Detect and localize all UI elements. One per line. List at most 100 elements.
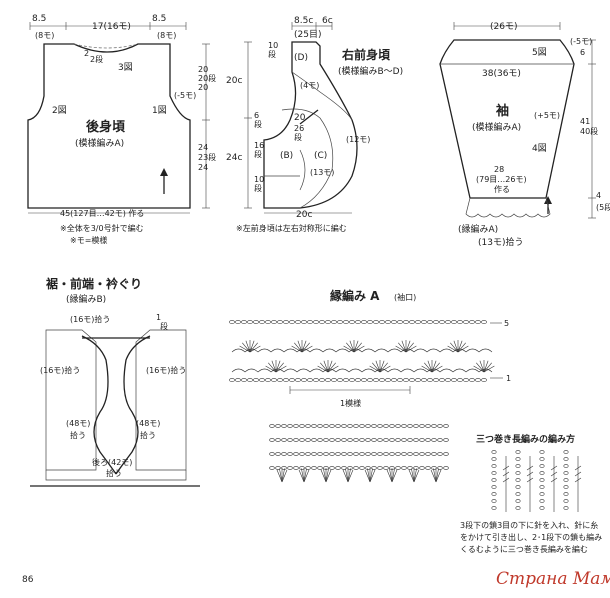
back-top-right-paren: (8モ): [157, 31, 176, 40]
chain-stitch: [481, 320, 487, 324]
chain-stitch: [241, 320, 247, 324]
chain-stitch: [433, 378, 439, 382]
treble-desc2: をかけて引き出し、2･1段下の鎖も編み: [460, 532, 602, 542]
edging-left-panel: [45, 329, 97, 471]
back-top-mid: 17(16モ): [92, 22, 131, 32]
watermark-logo: Страна Мам: [496, 569, 610, 589]
chain-stitch: [313, 378, 319, 382]
chain-stitch: [451, 378, 457, 382]
chain-stitch: [463, 320, 469, 324]
edging-row: 1: [156, 313, 161, 322]
chain-stitch: [277, 378, 283, 382]
front-left-10: 10: [254, 175, 264, 184]
sleeve-edge-count: (13モ)拾う: [478, 236, 523, 248]
chain-stitch: [439, 320, 445, 324]
edging-right-16: (16モ)拾う: [146, 365, 186, 375]
chain-stitch: [253, 378, 259, 382]
edging-front-band: [81, 335, 151, 475]
edging-left-48: (48モ): [66, 419, 90, 428]
chain-stitch: [475, 320, 481, 324]
chain-stitch: [391, 320, 397, 324]
chain-stitch: [457, 320, 463, 324]
fan-stitch: [291, 340, 313, 353]
chain-stitch: [469, 378, 475, 382]
front-note: ※左前身頃は左右対称形に編む: [236, 223, 347, 233]
chain-stitch: [247, 378, 253, 382]
fan-stitch: [395, 340, 417, 353]
back-side-bot: 24: [198, 143, 208, 152]
fan-stitch: [343, 340, 365, 353]
chain-row-top: [229, 320, 487, 324]
edging-right-panel: [135, 329, 187, 471]
chain-stitch: [247, 320, 253, 324]
chain-stitch: [433, 320, 439, 324]
back-side-top3: 20: [198, 83, 208, 92]
chain-stitch: [331, 378, 337, 382]
chain-stitch: [373, 320, 379, 324]
chain-stitch: [415, 320, 421, 324]
chain-stitch: [319, 320, 325, 324]
sleeve-side-41b: 40段: [580, 126, 598, 136]
fan-stitch: [447, 340, 469, 353]
chain-stitch: [391, 378, 397, 382]
sleeve-fig4: 4図: [532, 143, 547, 154]
edging-pattern: (縁編みB): [66, 293, 106, 305]
chain-stitch: [301, 378, 307, 382]
back-side-bot3: 24: [198, 163, 208, 172]
chain-stitch: [355, 320, 361, 324]
chain-stitch: [367, 320, 373, 324]
chain-stitch: [385, 320, 391, 324]
chain-stitch: [481, 378, 487, 382]
chain-stitch: [277, 320, 283, 324]
sleeve-side-4: 4: [596, 191, 601, 200]
back-pattern: (模様編みA): [75, 137, 124, 149]
front-left-10b: 段: [254, 183, 262, 193]
arrow-up-icon: [160, 168, 168, 176]
chain-stitch: [235, 320, 241, 324]
front-label-b: (B): [280, 151, 293, 161]
front-side-24c: 24c: [226, 153, 242, 163]
cuff-detail: [269, 424, 449, 483]
front-side-20c: 20c: [226, 76, 242, 86]
chain-stitch: [361, 378, 367, 382]
chain-stitch: [397, 320, 403, 324]
edging-top: (16モ)拾う: [70, 314, 110, 324]
sleeve-fig5: 5図: [532, 47, 547, 58]
front-bottom: 20c: [296, 210, 312, 220]
back-bottom: 45(127目…42モ) 作る: [60, 208, 144, 218]
chain-stitch: [289, 320, 295, 324]
chain-stitch: [259, 320, 265, 324]
front-top-b: 6c: [322, 16, 333, 26]
front-left-16: 16: [254, 141, 264, 150]
chain-stitch: [307, 378, 313, 382]
chain-stitch: [343, 378, 349, 382]
back-title: 後身頃: [86, 119, 126, 135]
front-title: 右前身頃: [341, 47, 391, 62]
sleeve-edging-scallop: [465, 197, 551, 218]
back-fig1: 1図: [152, 105, 167, 116]
front-rows-top: 10: [268, 41, 278, 50]
front-rows-top2: 段: [268, 49, 276, 59]
front-label-d: (D): [294, 53, 308, 63]
chain-stitch: [253, 320, 259, 324]
back-body-schematic: 8.5 (8モ) 17(16モ) 8.5 (8モ) 2 2段 3図 2図 1図 …: [27, 14, 216, 245]
chain-stitch: [331, 320, 337, 324]
chain-stitch: [475, 378, 481, 382]
front-arc-20: 20: [294, 113, 306, 123]
chain-stitch: [427, 320, 433, 324]
chain-stitch: [325, 378, 331, 382]
sleeve-side-6: 6: [580, 48, 585, 57]
chain-stitch: [421, 320, 427, 324]
chain-stitch: [379, 320, 385, 324]
back-side-top2: 20段: [198, 73, 216, 83]
sleeve-side-4b: (5段): [596, 202, 610, 212]
edging-a-chart: 縁編み A (袖口) 5 1 1模様: [229, 288, 511, 483]
front-right-count: (12モ): [346, 135, 370, 144]
front-pattern: (模様編みB～D): [338, 65, 403, 77]
treble-detail: 三つ巻き長編みの編み方 3段下の鎖3目の下に針を入れ、針に糸 をかけて引き出し、…: [460, 433, 602, 554]
chain-stitch: [265, 378, 271, 382]
treble-title: 三つ巻き長編みの編み方: [476, 433, 575, 445]
chain-stitch: [409, 378, 415, 382]
chain-stitch: [229, 320, 235, 324]
edging-row2: 段: [160, 321, 168, 331]
